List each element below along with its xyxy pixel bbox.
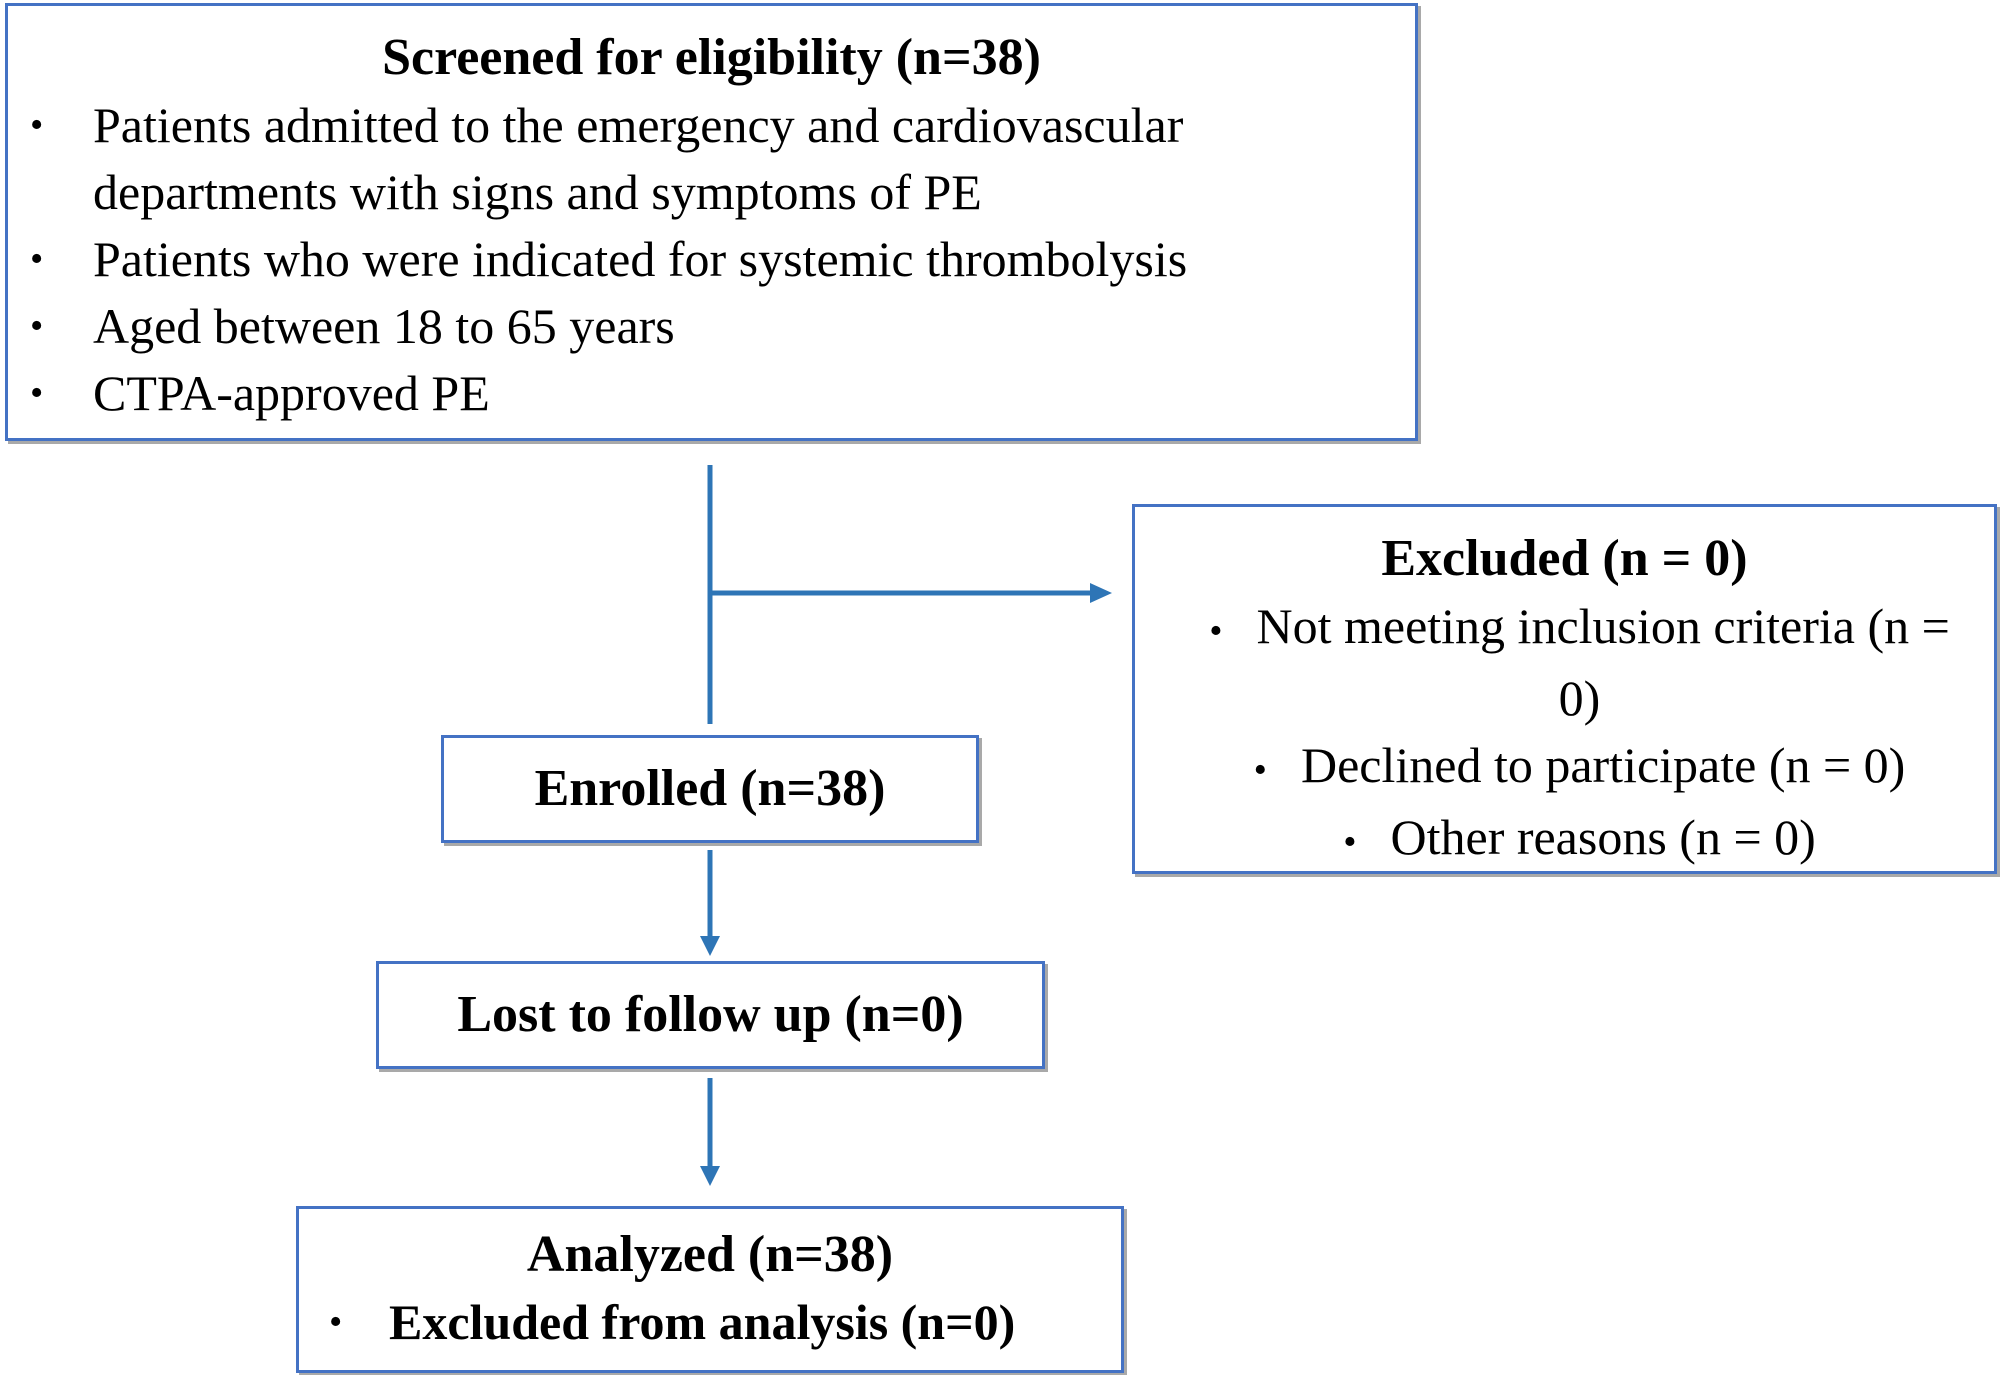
enrolled-title: Enrolled (n=38) xyxy=(534,760,886,817)
analyzed-list: •Excluded from analysis (n=0) xyxy=(299,1289,1121,1356)
exclusion-arrowhead xyxy=(1090,583,1112,603)
list-item: •CTPA-approved PE xyxy=(8,360,1415,427)
lost-title: Lost to follow up (n=0) xyxy=(457,986,964,1043)
list-item: •Patients who were indicated for systemi… xyxy=(8,226,1415,293)
screened-title: Screened for eligibility (n=38) xyxy=(382,29,1041,86)
excluded-box: Excluded (n = 0) •Not meeting inclusion … xyxy=(1132,504,1997,874)
analyzed-box: Analyzed (n=38) •Excluded from analysis … xyxy=(296,1206,1124,1373)
bullet-icon: • xyxy=(30,372,44,414)
screened-criteria-list: •Patients admitted to the emergency and … xyxy=(8,92,1415,427)
lost-to-follow-up-box: Lost to follow up (n=0) xyxy=(376,961,1045,1069)
list-item: •Other reasons (n = 0) xyxy=(1343,809,1816,865)
bullet-icon: • xyxy=(1209,610,1223,652)
excluded-title: Excluded (n = 0) xyxy=(1381,530,1748,587)
enrolled-to-lost-arrowhead xyxy=(700,936,720,956)
bullet-icon: • xyxy=(30,104,44,146)
lost-to-analyzed-arrowhead xyxy=(700,1166,720,1186)
list-item: •Declined to participate (n = 0) xyxy=(1253,737,1906,793)
bullet-icon: • xyxy=(30,238,44,280)
excluded-reasons-list: •Not meeting inclusion criteria (n = 0) … xyxy=(1135,593,1994,876)
list-item: •Not meeting inclusion criteria (n = 0) xyxy=(1209,598,1950,726)
bullet-icon: • xyxy=(1343,821,1357,863)
list-item: •Excluded from analysis (n=0) xyxy=(299,1289,1121,1356)
enrolled-box: Enrolled (n=38) xyxy=(441,735,979,843)
list-item: •Aged between 18 to 65 years xyxy=(8,293,1415,360)
analyzed-title: Analyzed (n=38) xyxy=(526,1226,894,1283)
list-item: •Patients admitted to the emergency and … xyxy=(8,92,1415,226)
bullet-icon: • xyxy=(30,305,44,347)
screened-box: Screened for eligibility (n=38) •Patient… xyxy=(5,3,1418,441)
bullet-icon: • xyxy=(329,1301,343,1343)
bullet-icon: • xyxy=(1253,749,1267,791)
